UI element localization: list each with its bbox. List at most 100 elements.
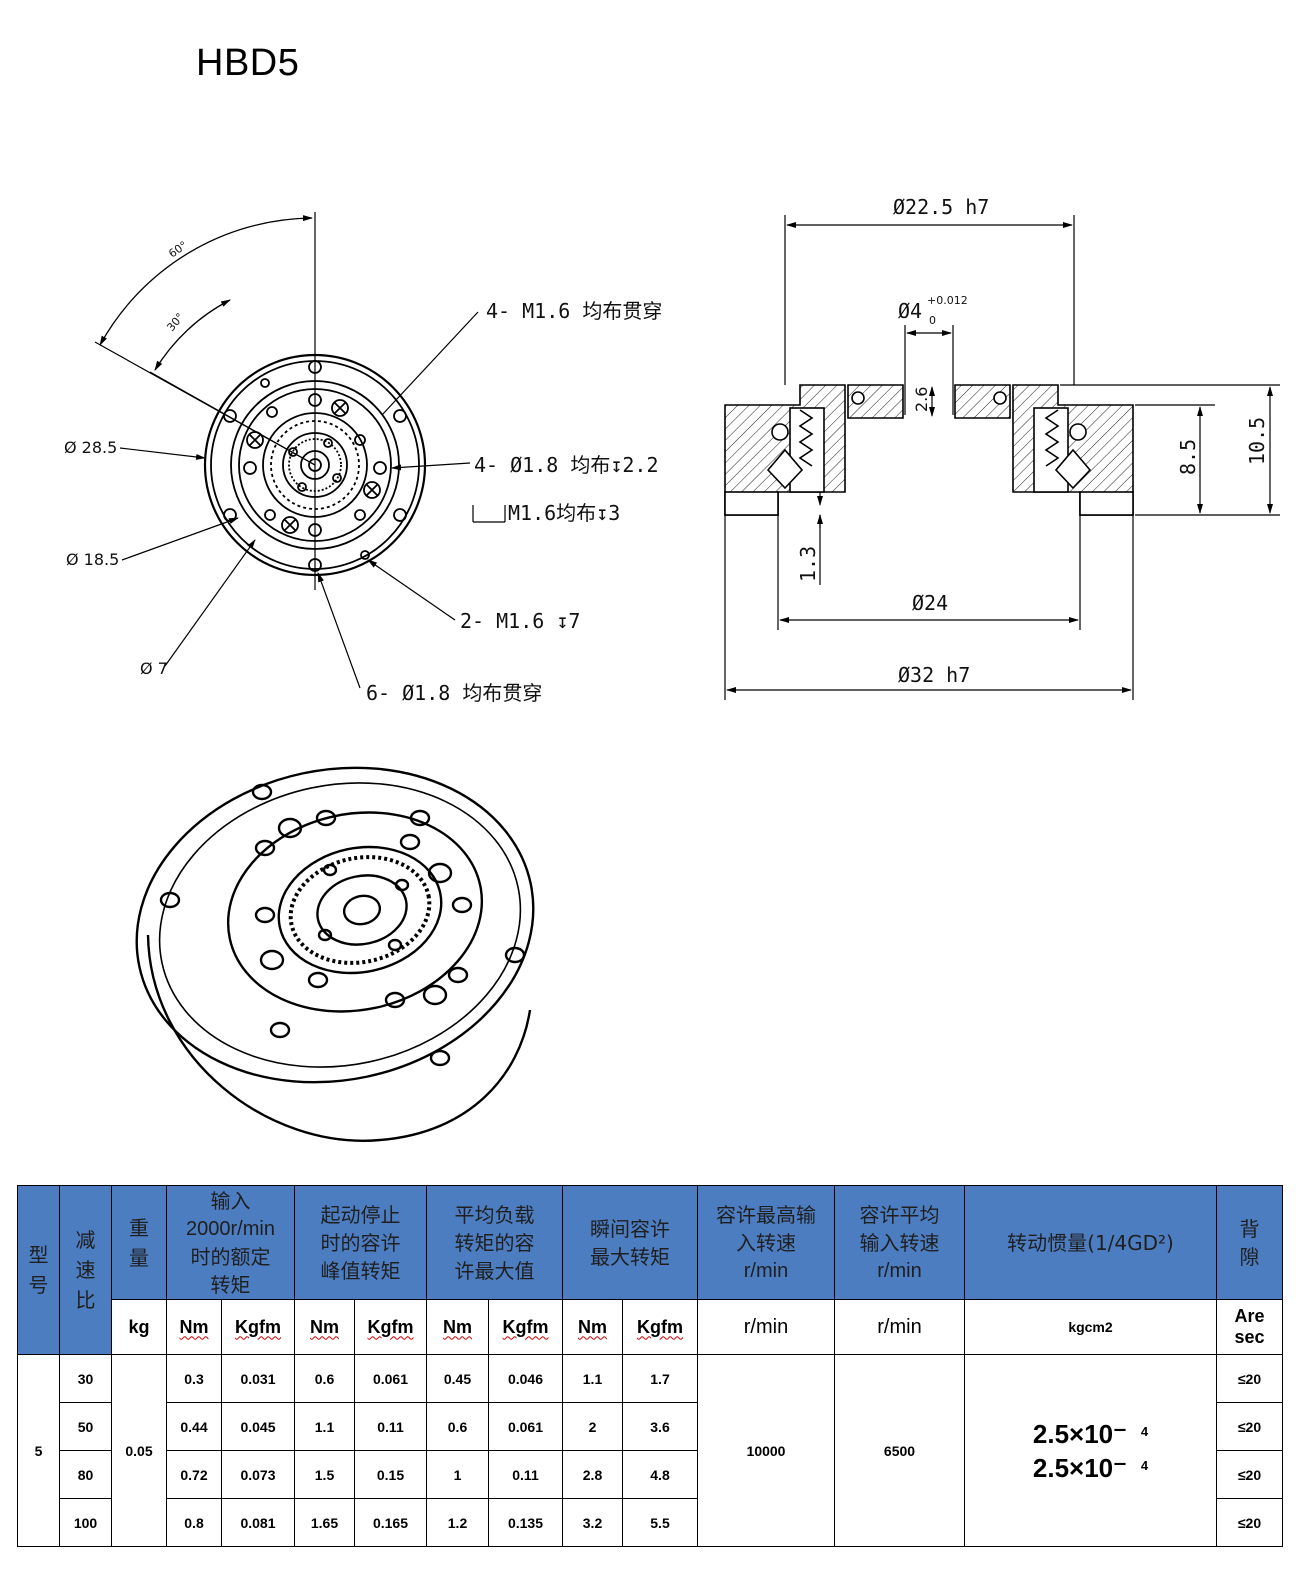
header-max-input-speed: 容许最高输 入转速 r/min <box>697 1185 835 1300</box>
unit-kgfm: Kgfm <box>221 1299 295 1355</box>
inst-kgfm-cell: 4.8 <box>622 1450 698 1499</box>
unit-nm: Nm <box>294 1299 355 1355</box>
inst-nm-cell: 1.1 <box>562 1354 623 1403</box>
rated-nm-cell: 0.44 <box>166 1402 222 1451</box>
inst-nm-cell: 3.2 <box>562 1498 623 1547</box>
header-avg-load: 平均负载 转矩的容 许最大值 <box>426 1185 563 1300</box>
table-row: 80 0.72 0.073 1.5 0.15 1 0.11 2.8 4.8 ≤2… <box>18 1450 1283 1499</box>
header-avg-input-speed: 容许平均 输入转速 r/min <box>834 1185 965 1300</box>
dim-1-3-label: 1.3 <box>796 546 820 582</box>
page-title: HBD5 <box>196 42 300 84</box>
dia-24-label: Ø24 <box>912 591 948 615</box>
unit-kgfm: Kgfm <box>354 1299 427 1355</box>
rated-kgfm-cell: 0.073 <box>221 1450 295 1499</box>
dim-8-5-label: 8.5 <box>1176 439 1200 475</box>
peak-kgfm-cell: 0.15 <box>354 1450 427 1499</box>
header-instant-max: 瞬间容许 最大转矩 <box>562 1185 698 1300</box>
callout-6-18: 6- Ø1.8 均布贯穿 <box>366 681 542 705</box>
unit-kgfm: Kgfm <box>488 1299 563 1355</box>
peak-nm-cell: 1.5 <box>294 1450 355 1499</box>
unit-kgcm2: kgcm2 <box>964 1299 1217 1355</box>
table-row: 100 0.8 0.081 1.65 0.165 1.2 0.135 3.2 5… <box>18 1498 1283 1547</box>
rated-kgfm-cell: 0.045 <box>221 1402 295 1451</box>
spec-table: 型号 减速比 重量 输入 2000r/min 时的额定 转矩 起动停止 时的容许… <box>17 1185 1283 1547</box>
table-row: 5 30 0.05 0.3 0.031 0.6 0.061 0.45 0.046… <box>17 1354 1283 1547</box>
avg-input-speed-cell: 6500 <box>834 1354 965 1547</box>
unit-rmin: r/min <box>834 1299 965 1355</box>
header-start-stop-peak: 起动停止 时的容许 峰值转矩 <box>294 1185 427 1300</box>
angle-60-label: 60° <box>166 239 189 261</box>
section-view <box>724 384 1134 516</box>
callout-2-m16: 2- M1.6 ↧7 <box>460 609 580 633</box>
inst-kgfm-cell: 3.6 <box>622 1402 698 1451</box>
avg-kgfm-cell: 0.11 <box>488 1450 563 1499</box>
backlash-cell: ≤20 <box>1216 1354 1283 1403</box>
header-weight: 重量 <box>111 1185 167 1300</box>
header-model: 型号 <box>17 1185 60 1355</box>
unit-rmin: r/min <box>697 1299 835 1355</box>
peak-kgfm-cell: 0.165 <box>354 1498 427 1547</box>
ratio-cell: 80 <box>59 1450 112 1499</box>
dia-32-label: Ø32 h7 <box>898 663 970 687</box>
inst-kgfm-cell: 1.7 <box>622 1354 698 1403</box>
peak-nm-cell: 1.65 <box>294 1498 355 1547</box>
rated-nm-cell: 0.3 <box>166 1354 222 1403</box>
peak-kgfm-cell: 0.061 <box>354 1354 427 1403</box>
ratio-cell: 50 <box>59 1402 112 1451</box>
front-view-labels: 60° 30° Ø 28.5 Ø 18.5 Ø 7 4- M1.6 均布贯穿 4… <box>64 239 662 705</box>
backlash-cell: ≤20 <box>1216 1450 1283 1499</box>
dia-22-5-label: Ø22.5 h7 <box>893 195 989 219</box>
model-cell: 5 <box>17 1354 60 1547</box>
callout-m16-cbore: M1.6均布↧3 <box>508 501 620 525</box>
section-dimensions <box>724 215 1280 700</box>
avg-kgfm-cell: 0.046 <box>488 1354 563 1403</box>
unit-nm: Nm <box>562 1299 623 1355</box>
section-labels: Ø22.5 h7 Ø4 +0.012 0 2.6 8.5 10.5 1.3 Ø2… <box>796 195 1269 687</box>
unit-kgfm: Kgfm <box>622 1299 698 1355</box>
rated-nm-cell: 0.72 <box>166 1450 222 1499</box>
backlash-cell: ≤20 <box>1216 1498 1283 1547</box>
avg-kgfm-cell: 0.061 <box>488 1402 563 1451</box>
front-view <box>94 212 506 689</box>
avg-nm-cell: 0.6 <box>426 1402 489 1451</box>
dia-4-lower-tol: 0 <box>929 314 936 327</box>
rated-kgfm-cell: 0.031 <box>221 1354 295 1403</box>
avg-kgfm-cell: 0.135 <box>488 1498 563 1547</box>
inst-nm-cell: 2 <box>562 1402 623 1451</box>
avg-nm-cell: 1.2 <box>426 1498 489 1547</box>
unit-nm: Nm <box>426 1299 489 1355</box>
technical-drawing: 60° 30° Ø 28.5 Ø 18.5 Ø 7 4- M1.6 均布贯穿 4… <box>64 195 1280 1142</box>
inst-nm-cell: 2.8 <box>562 1450 623 1499</box>
rated-nm-cell: 0.8 <box>166 1498 222 1547</box>
header-inertia: 转动惯量(1/4GD²) <box>964 1185 1217 1300</box>
dia-7-label: Ø 7 <box>140 659 168 678</box>
header-rated-torque: 输入 2000r/min 时的额定 转矩 <box>166 1185 295 1300</box>
max-input-speed-cell: 10000 <box>697 1354 835 1547</box>
angle-30-label: 30° <box>164 311 186 334</box>
isometric-view <box>135 766 535 1142</box>
dia-18-5-label: Ø 18.5 <box>66 550 119 569</box>
dim-2-6-label: 2.6 <box>912 387 931 412</box>
dia-28-5-label: Ø 28.5 <box>64 438 117 457</box>
weight-cell: 0.05 <box>111 1354 167 1547</box>
dia-4-label: Ø4 <box>898 299 922 323</box>
unit-nm: Nm <box>166 1299 222 1355</box>
inertia-cell: 2.5×10⁻4 2.5×10⁻4 <box>964 1354 1217 1547</box>
peak-nm-cell: 0.6 <box>294 1354 355 1403</box>
rated-kgfm-cell: 0.081 <box>221 1498 295 1547</box>
table-row: 50 0.44 0.045 1.1 0.11 0.6 0.061 2 3.6 ≤… <box>18 1402 1283 1451</box>
inst-kgfm-cell: 5.5 <box>622 1498 698 1547</box>
ratio-cell: 30 <box>59 1354 112 1403</box>
dim-10-5-label: 10.5 <box>1245 417 1269 465</box>
unit-kg: kg <box>111 1299 167 1355</box>
peak-kgfm-cell: 0.11 <box>354 1402 427 1451</box>
peak-nm-cell: 1.1 <box>294 1402 355 1451</box>
callout-18-depth: 4- Ø1.8 均布↧2.2 <box>474 453 659 477</box>
dia-4-upper-tol: +0.012 <box>927 294 968 307</box>
backlash-cell: ≤20 <box>1216 1402 1283 1451</box>
header-backlash: 背 隙 <box>1216 1185 1283 1300</box>
header-ratio: 减速比 <box>59 1185 112 1355</box>
avg-nm-cell: 0.45 <box>426 1354 489 1403</box>
callout-m16-through: 4- M1.6 均布贯穿 <box>486 299 662 323</box>
